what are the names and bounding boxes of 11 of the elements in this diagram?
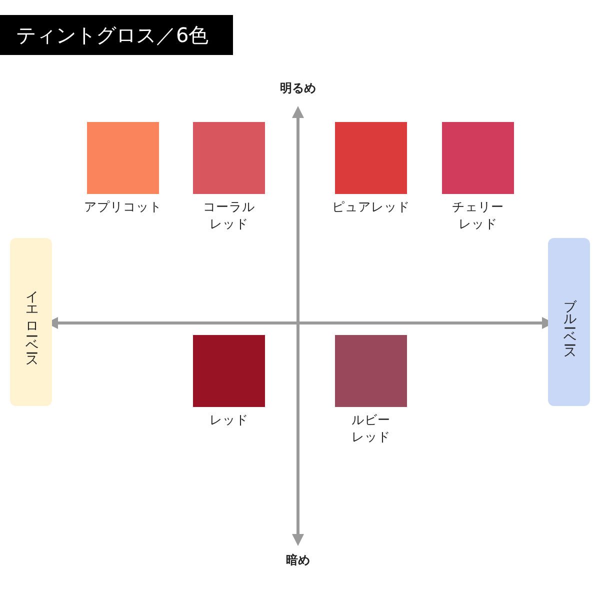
swatch-label: レッド (208, 411, 250, 428)
axis-label: 暗め (286, 552, 310, 569)
swatch-label: ルビーレッド (350, 411, 392, 445)
axis-label: 明るめ (280, 80, 316, 97)
category-band: イエローベース (10, 238, 52, 406)
category-band: ブルーベース (548, 238, 590, 406)
swatch-label: アプリコット (83, 198, 163, 215)
swatch-label: コーラルレッド (202, 198, 256, 232)
swatch-label: チェリーレッド (451, 198, 505, 232)
swatch-label: ピュアレッド (331, 198, 411, 215)
title: ティントグロス／6色 (0, 15, 233, 55)
